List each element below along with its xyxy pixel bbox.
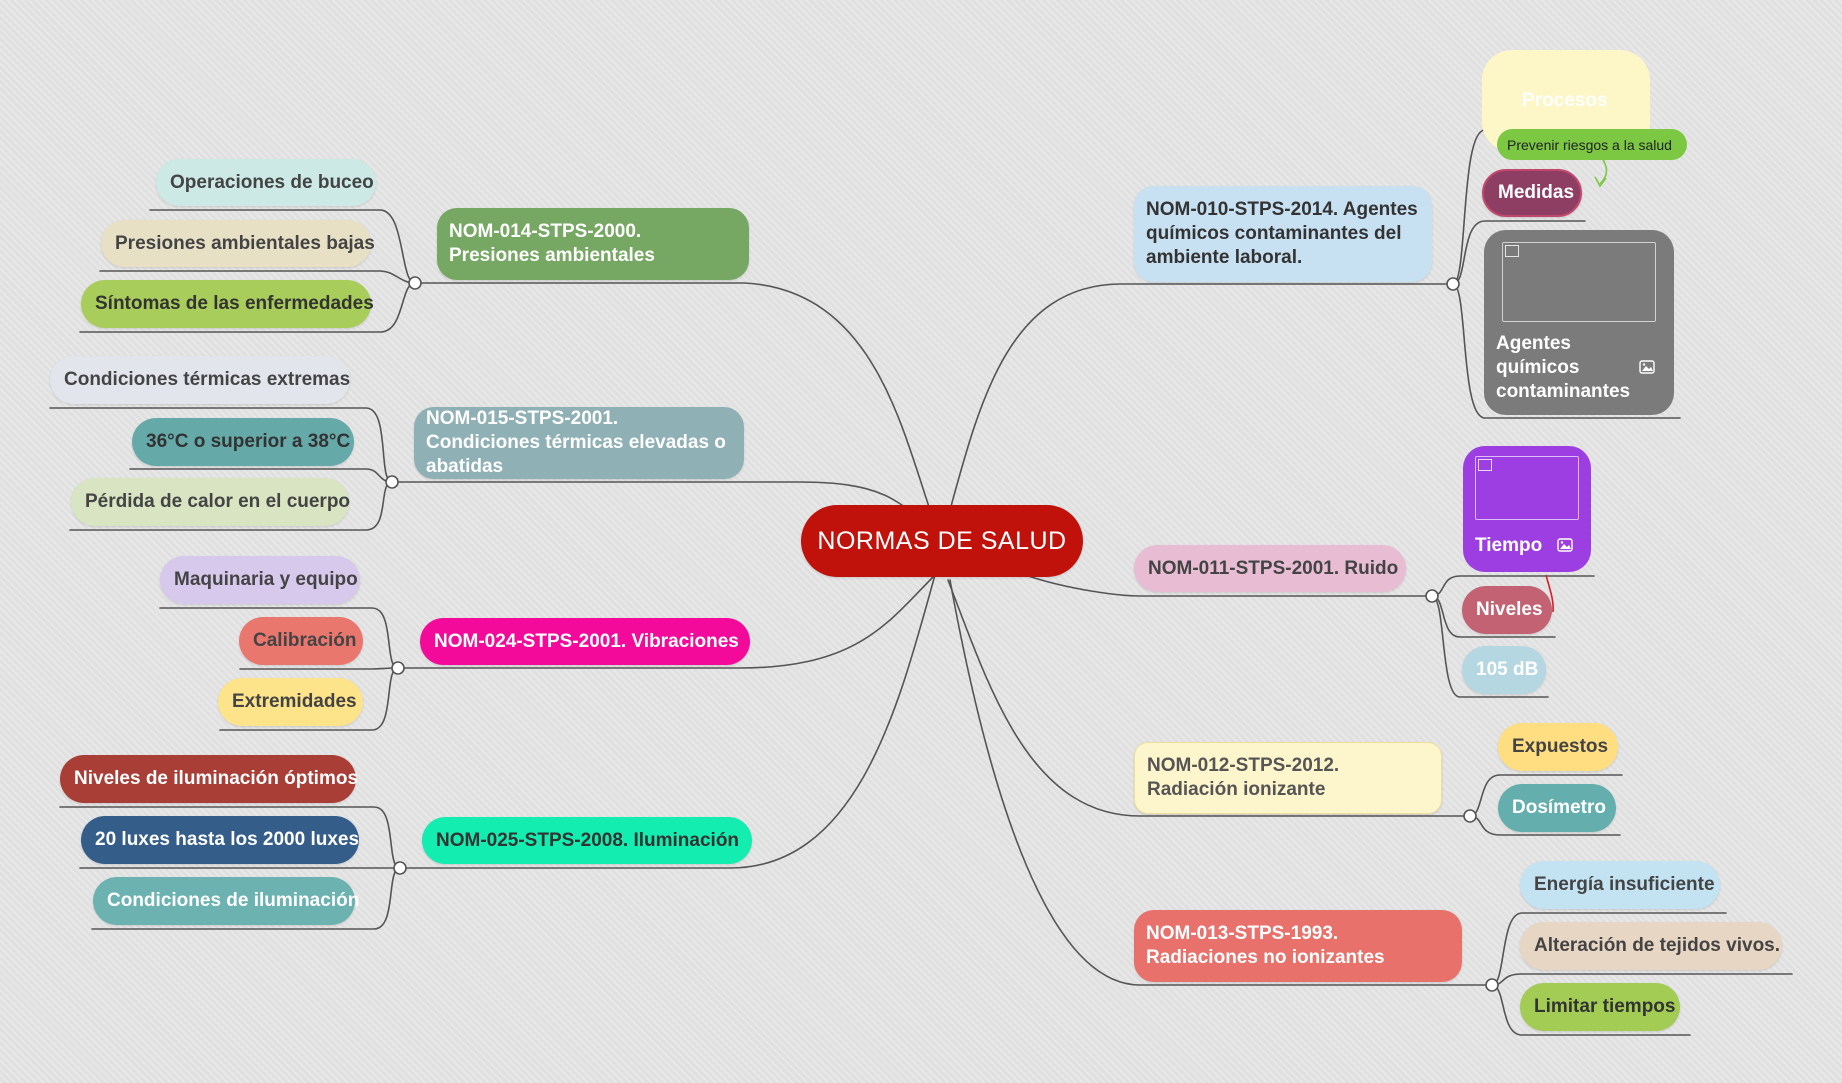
annotation-tag[interactable]: Prevenir riesgos a la salud	[1497, 129, 1687, 160]
subtopic-niveles-iluminacion[interactable]: Niveles de iluminación óptimos	[60, 755, 358, 803]
subtopic-sintomas-enfermedades[interactable]: Síntomas de las enfermedades	[81, 280, 374, 328]
link-central-nom013	[949, 579, 1493, 986]
subtopic-presiones-bajas[interactable]: Presiones ambientales bajas	[101, 220, 375, 267]
link-central-nom025	[399, 574, 936, 869]
subtopic-36-38-grados[interactable]: 36°C o superior a 38°C	[132, 418, 354, 466]
link-central-nom014	[419, 282, 931, 511]
link-central-nom024	[397, 574, 936, 669]
subtopic-luxes-rango[interactable]: 20 luxes hasta los 2000 luxes	[81, 816, 359, 864]
image-icon	[1639, 360, 1655, 374]
link-central-nom012	[947, 579, 1471, 817]
image-card-agentes-quimicos[interactable]: Agentes químicos contaminantes	[1484, 230, 1674, 415]
image-card-tiempo[interactable]: Tiempo	[1463, 446, 1591, 572]
branch-nom014[interactable]: NOM-014-STPS-2000. Presiones ambientales	[437, 208, 749, 280]
subtopic-alteracion-tejidos[interactable]: Alteración de tejidos vivos.	[1520, 922, 1782, 970]
branch-nom012[interactable]: NOM-012-STPS-2012. Radiación ionizante	[1134, 742, 1442, 814]
junction-nom024	[391, 661, 405, 675]
subtopic-perdida-calor[interactable]: Pérdida de calor en el cuerpo	[71, 478, 350, 526]
junction-nom010	[1446, 277, 1460, 291]
junction-nom014	[408, 276, 422, 290]
branch-nom011[interactable]: NOM-011-STPS-2001. Ruido	[1134, 545, 1406, 592]
junction-nom013	[1485, 978, 1499, 992]
branch-nom010[interactable]: NOM-010-STPS-2014. Agentes químicos cont…	[1134, 186, 1432, 282]
branch-nom025[interactable]: NOM-025-STPS-2008. Iluminación	[422, 817, 752, 864]
junction-nom012	[1463, 809, 1477, 823]
image-placeholder	[1475, 456, 1579, 520]
subtopic-energia-insuficiente[interactable]: Energía insuficiente	[1520, 861, 1720, 909]
subtopic-expuestos[interactable]: Expuestos	[1498, 723, 1618, 771]
subtopic-medidas[interactable]: Medidas	[1482, 169, 1582, 217]
link-central-nom011	[1024, 574, 1433, 597]
subtopic-dosimetro[interactable]: Dosímetro	[1498, 784, 1616, 832]
subtopic-condiciones-termicas[interactable]: Condiciones térmicas extremas	[50, 356, 350, 404]
subtopic-operaciones-buceo[interactable]: Operaciones de buceo	[156, 159, 376, 206]
junction-nom015	[385, 475, 399, 489]
subtopic-niveles[interactable]: Niveles	[1462, 586, 1552, 634]
link-central-nom010	[949, 283, 1454, 511]
subtopic-limitar-tiempos[interactable]: Limitar tiempos	[1520, 983, 1680, 1031]
branch-nom013[interactable]: NOM-013-STPS-1993. Radiaciones no ioniza…	[1134, 910, 1462, 982]
image-placeholder	[1502, 242, 1656, 322]
annotation-red-line	[1545, 574, 1554, 613]
junction-nom011	[1425, 589, 1439, 603]
subtopic-maquinaria-equipo[interactable]: Maquinaria y equipo	[160, 556, 360, 604]
subtopic-condiciones-iluminacion[interactable]: Condiciones de iluminación	[93, 877, 359, 925]
branch-nom015[interactable]: NOM-015-STPS-2001. Condiciones térmicas …	[414, 407, 744, 479]
junction-nom025	[393, 861, 407, 875]
central-topic[interactable]: NORMAS DE SALUD	[801, 505, 1083, 577]
image-icon	[1557, 538, 1573, 552]
branch-nom024[interactable]: NOM-024-STPS-2001. Vibraciones	[420, 618, 750, 665]
subtopic-extremidades[interactable]: Extremidades	[218, 678, 363, 726]
subtopic-105-db[interactable]: 105 dB	[1462, 646, 1546, 694]
subtopic-calibracion[interactable]: Calibración	[239, 617, 363, 665]
